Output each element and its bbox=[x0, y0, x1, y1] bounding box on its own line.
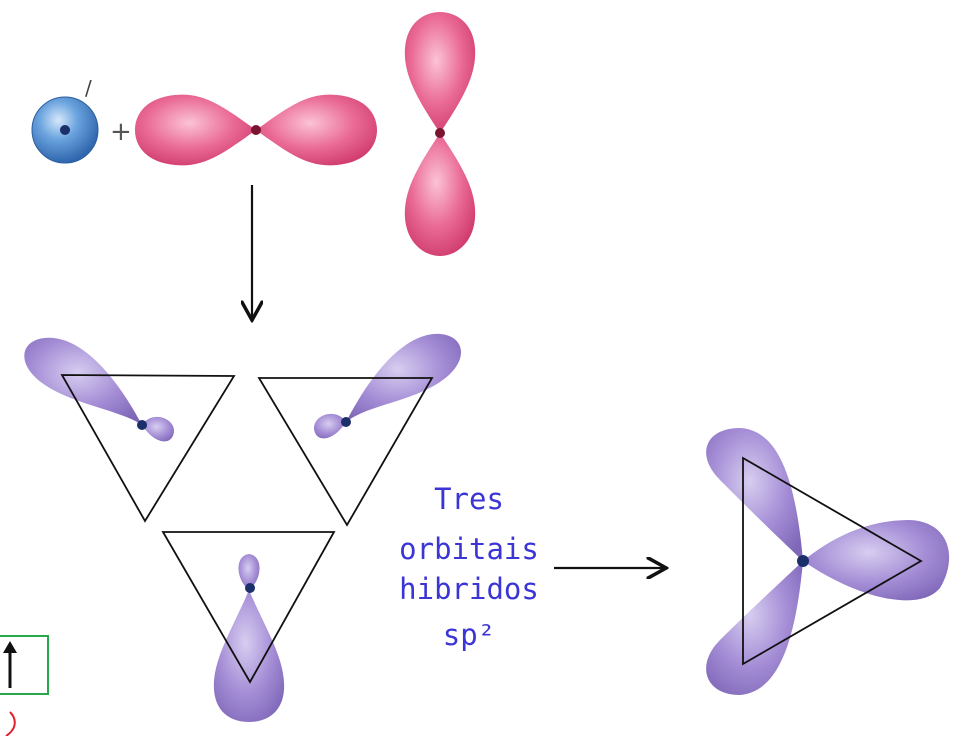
red-mark bbox=[5, 711, 16, 736]
triangle-outline bbox=[257, 377, 434, 527]
annotation: Tres orbitais hibridos sp² bbox=[399, 482, 539, 652]
annotation-line-4: sp² bbox=[443, 618, 495, 652]
s-nucleus bbox=[60, 125, 70, 135]
p-orbital-vertical bbox=[404, 12, 476, 256]
green-box-up-arrow bbox=[0, 635, 49, 695]
s-orbital-mark: / bbox=[85, 76, 92, 100]
sp2-orbital-left bbox=[24, 337, 236, 523]
s-orbital bbox=[31, 96, 99, 164]
annotation-line-3: hibridos bbox=[399, 572, 539, 606]
triangle-outline bbox=[161, 531, 336, 684]
annotation-line-1: Tres bbox=[434, 482, 504, 516]
hybrid-nucleus bbox=[797, 555, 809, 567]
sp2-trigonal-combined bbox=[706, 428, 950, 695]
sp2-orbital-right bbox=[257, 333, 462, 527]
annotation-line-2: orbitais bbox=[399, 532, 539, 566]
triangle-outline bbox=[60, 374, 236, 523]
triangle-outline bbox=[742, 456, 923, 666]
hybrid-nucleus bbox=[341, 417, 351, 427]
p-nucleus bbox=[251, 125, 261, 135]
sp2-orbital-bottom bbox=[161, 531, 336, 722]
p-nucleus bbox=[435, 128, 445, 138]
hybrid-nucleus bbox=[137, 420, 147, 430]
plus-sign: + bbox=[110, 117, 132, 147]
hybrid-nucleus bbox=[245, 583, 255, 593]
p-orbital-horizontal bbox=[135, 94, 377, 166]
